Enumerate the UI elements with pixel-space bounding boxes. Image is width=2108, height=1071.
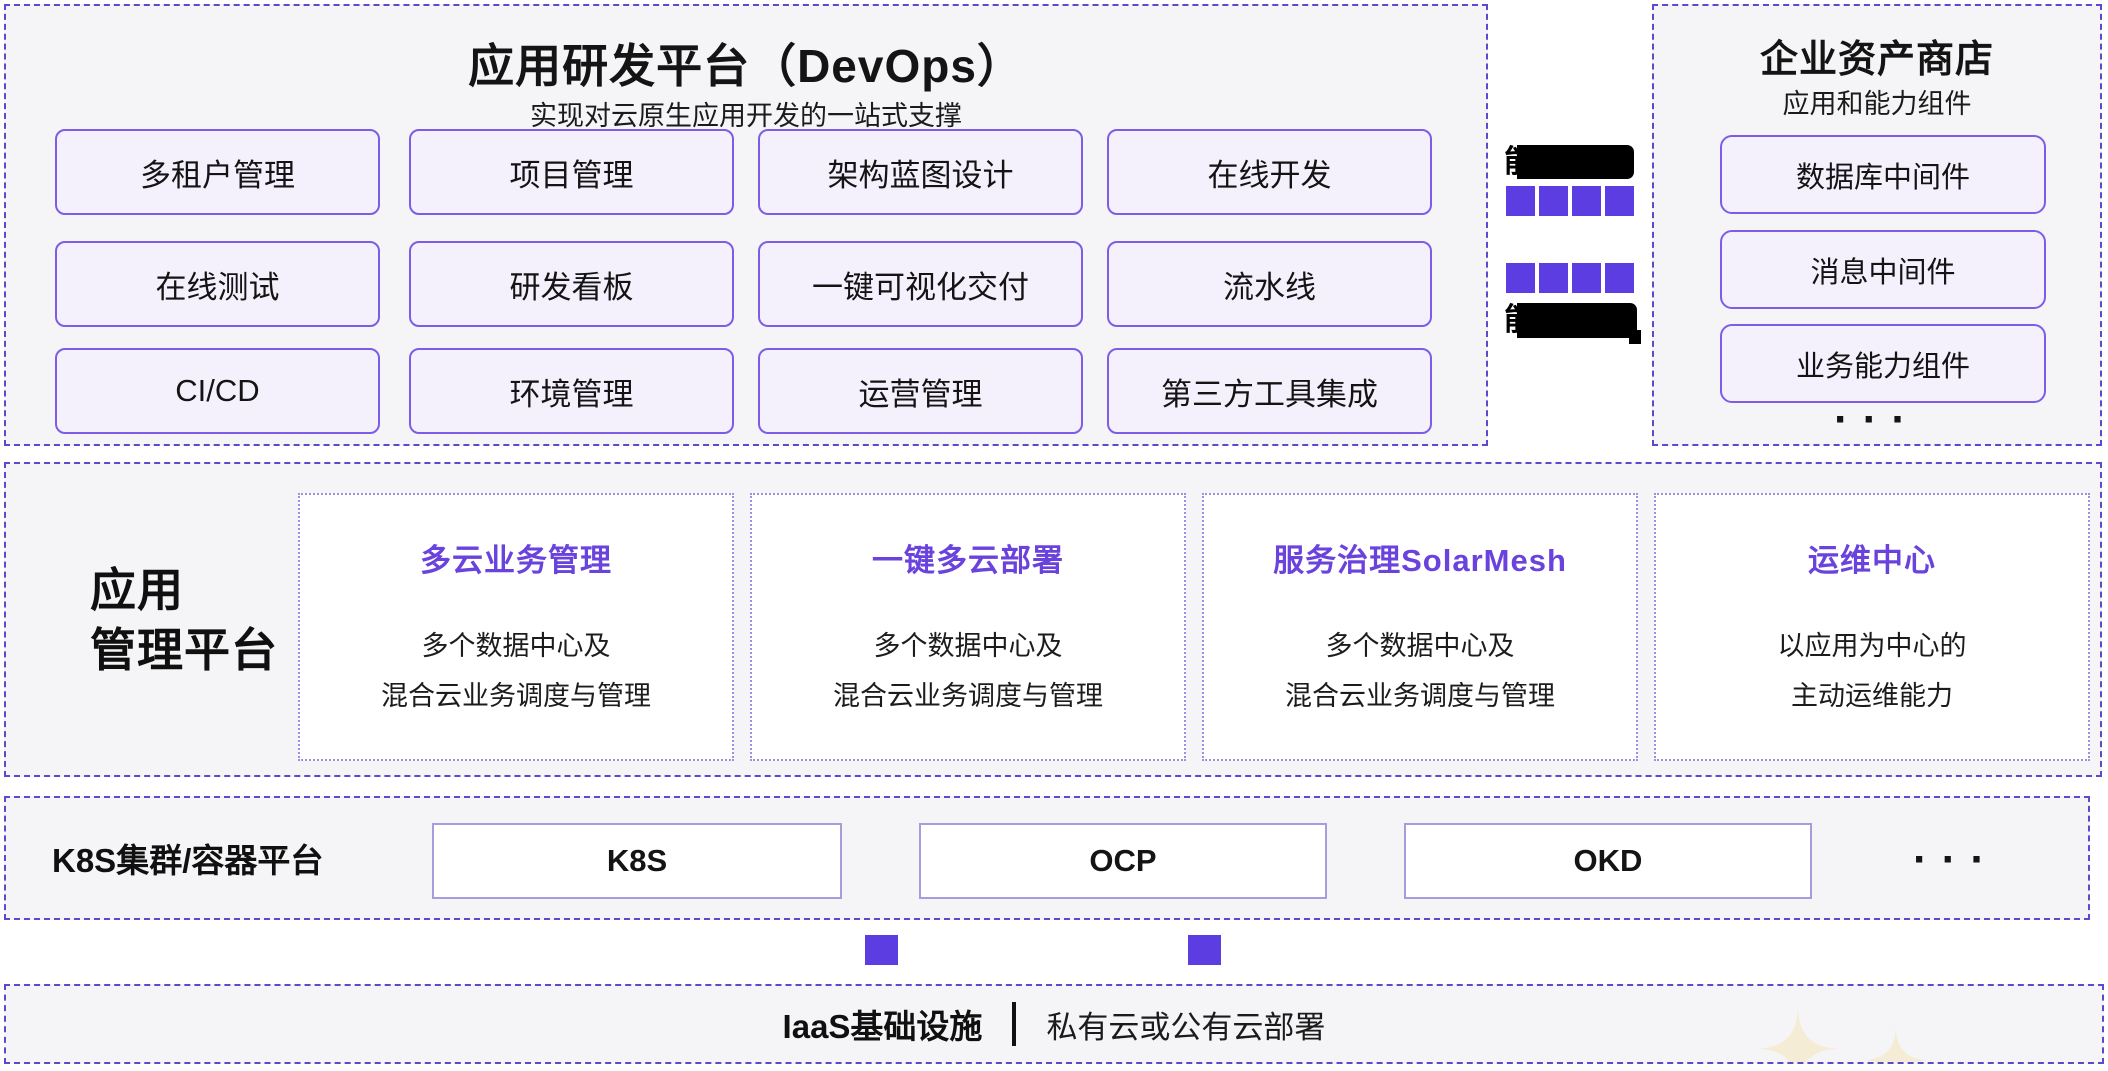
module-chip: 多租户管理 — [55, 129, 380, 215]
redaction-fragment — [1629, 330, 1641, 344]
devops-platform-section: 应用研发平台（DevOps） 实现对云原生应用开发的一站式支撑 多租户管理 项目… — [4, 4, 1488, 446]
mgmt-card: 服务治理SolarMesh 多个数据中心及 混合云业务调度与管理 — [1202, 493, 1638, 761]
connector-square — [865, 935, 898, 965]
mgmt-card-title: 服务治理SolarMesh — [1273, 543, 1567, 578]
mgmt-card-desc: 多个数据中心及 混合云业务调度与管理 — [833, 631, 1103, 711]
module-chip: 在线测试 — [55, 241, 380, 327]
mgmt-card: 多云业务管理 多个数据中心及 混合云业务调度与管理 — [298, 493, 734, 761]
mgmt-card-desc: 多个数据中心及 混合云业务调度与管理 — [381, 631, 651, 711]
module-chip: 第三方工具集成 — [1107, 348, 1432, 434]
module-chip: 在线开发 — [1107, 129, 1432, 215]
mgmt-card-title: 运维中心 — [1808, 543, 1936, 578]
redaction-bar — [1517, 145, 1634, 179]
app-management-section: 应用 管理平台 多云业务管理 多个数据中心及 混合云业务调度与管理 一键多云部署… — [4, 462, 2102, 777]
mgmt-card-desc: 多个数据中心及 混合云业务调度与管理 — [1285, 631, 1555, 711]
redacted-label-top: 能 — [1504, 145, 1634, 179]
iaas-content: IaaS基础设施 私有云或公有云部署 — [6, 986, 2102, 1062]
devops-subtitle: 实现对云原生应用开发的一站式支撑 — [530, 101, 962, 131]
asset-chip: 数据库中间件 — [1720, 135, 2046, 214]
mgmt-card-title: 一键多云部署 — [872, 543, 1064, 578]
k8s-item: OKD — [1404, 823, 1812, 899]
mgmt-card: 一键多云部署 多个数据中心及 混合云业务调度与管理 — [750, 493, 1186, 761]
mgmt-card-desc: 以应用为中心的 主动运维能力 — [1777, 631, 1967, 711]
module-chip: CI/CD — [55, 348, 380, 434]
asset-store-section: 企业资产商店 应用和能力组件 数据库中间件 消息中间件 业务能力组件 ··· — [1652, 4, 2102, 446]
iaas-desc: 私有云或公有云部署 — [1046, 1009, 1326, 1045]
module-chip: 环境管理 — [409, 348, 734, 434]
more-ellipsis: ··· — [1913, 835, 1999, 884]
asset-store-subtitle: 应用和能力组件 — [1782, 89, 1972, 119]
module-chip: 研发看板 — [409, 241, 734, 327]
more-ellipsis: ··· — [1834, 395, 1920, 444]
module-chip: 项目管理 — [409, 129, 734, 215]
connector-square — [1188, 935, 1221, 965]
k8s-item: K8S — [432, 823, 842, 899]
asset-chip: 消息中间件 — [1720, 230, 2046, 309]
iaas-section: IaaS基础设施 私有云或公有云部署 — [4, 984, 2104, 1064]
asset-store-title: 企业资产商店 — [1759, 39, 1994, 81]
k8s-item: OCP — [919, 823, 1327, 899]
module-chip: 架构蓝图设计 — [758, 129, 1083, 215]
iaas-title: IaaS基础设施 — [782, 1008, 983, 1045]
separator-bar — [1012, 1002, 1017, 1046]
module-chip: 运营管理 — [758, 348, 1083, 434]
app-management-label: 应用 管理平台 — [90, 564, 278, 676]
asset-chip: 业务能力组件 — [1720, 324, 2046, 403]
redacted-label-bottom: 能 — [1504, 303, 1641, 344]
module-chip: 流水线 — [1107, 241, 1432, 327]
mgmt-card-title: 多云业务管理 — [420, 543, 612, 578]
k8s-platform-section: K8S集群/容器平台 K8S OCP OKD ··· — [4, 796, 2090, 920]
mgmt-card: 运维中心 以应用为中心的 主动运维能力 — [1654, 493, 2090, 761]
devops-title: 应用研发平台（DevOps） — [468, 40, 1024, 92]
redaction-bar — [1517, 303, 1637, 338]
k8s-platform-label: K8S集群/容器平台 — [52, 842, 324, 879]
module-chip: 一键可视化交付 — [758, 241, 1083, 327]
